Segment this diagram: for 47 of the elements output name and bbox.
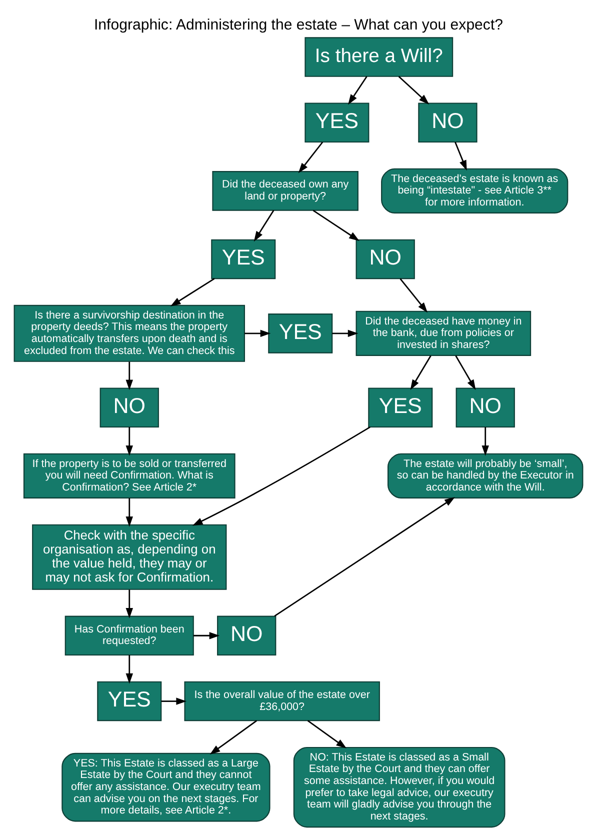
arrow [298,142,323,174]
arrow [332,330,358,338]
diagram-title: Infographic: Administering the estate – What can you expect? [93,16,503,34]
node-box: YES: This Estate is classed as a Large Estate by the Court and they cannot offer any assistance. Our executry team can advise you on the next stages. For more details, see Article 2*. [61,752,270,822]
node-box: Has Confirmation been requested? [64,616,194,656]
node-box: YES [210,239,276,280]
node-box: YES [96,681,162,722]
node-box: YES [304,102,369,143]
arrow [454,142,466,171]
arrow [125,590,132,618]
arrow [125,427,132,456]
node-box: NO [216,616,276,656]
node-box: NO [99,388,158,428]
node-box: Is the overall value of the estate over £36,000? [184,681,380,722]
arrow [399,278,428,313]
arrow [274,497,454,617]
node-box: If the property is to be sold or transferred you will need Confirmation. What is Confirmation? See Article 2* [22,453,235,499]
arrow [454,355,476,390]
arrow [312,210,359,241]
arrow [160,698,186,705]
arrow [170,278,214,306]
node-box: The estate will probably be ‘small’, so can be handled by the Executor in accordance with the Will. [387,453,583,499]
arrow [348,76,367,105]
arrow [192,426,370,526]
arrow [398,76,429,104]
arrow [253,210,274,242]
node-box: Did the deceased own any land or property? [212,171,358,211]
arrow [410,355,431,390]
node-box: Is there a survivorship destination in the property deeds? This means the property automatically transfers upon death and is excluded from the estate. We can check this [13,304,244,362]
arrow [125,655,132,684]
node-box: The deceased’s estate is known as being “intestate" - see Article 3** for more information. [380,168,568,214]
node-box: NO [455,388,514,428]
node-box: YES [268,314,332,354]
arrow [481,427,488,456]
node-box: Did the deceased have money in the bank, due from policies or invested in shares? [355,310,531,356]
arrow [125,498,132,527]
arrow [209,720,257,755]
node-box: Is there a Will? [304,37,453,77]
arrow [306,720,346,748]
node-box: YES [368,388,432,428]
arrow [125,362,132,390]
arrow [244,330,270,338]
node-box: NO [418,102,477,143]
arrow [193,632,220,640]
node-box: Check with the specific organisation as, depending on the value held, they may or may not ask for Confirmation. [32,524,226,590]
node-box: NO [355,239,414,280]
node-box: NO: This Estate is classed as a Small Estate by the Court and they can offer some assistance. However, if you would prefer to take legal advice, our executry team will gladly advise you through the next stages. [292,746,505,828]
